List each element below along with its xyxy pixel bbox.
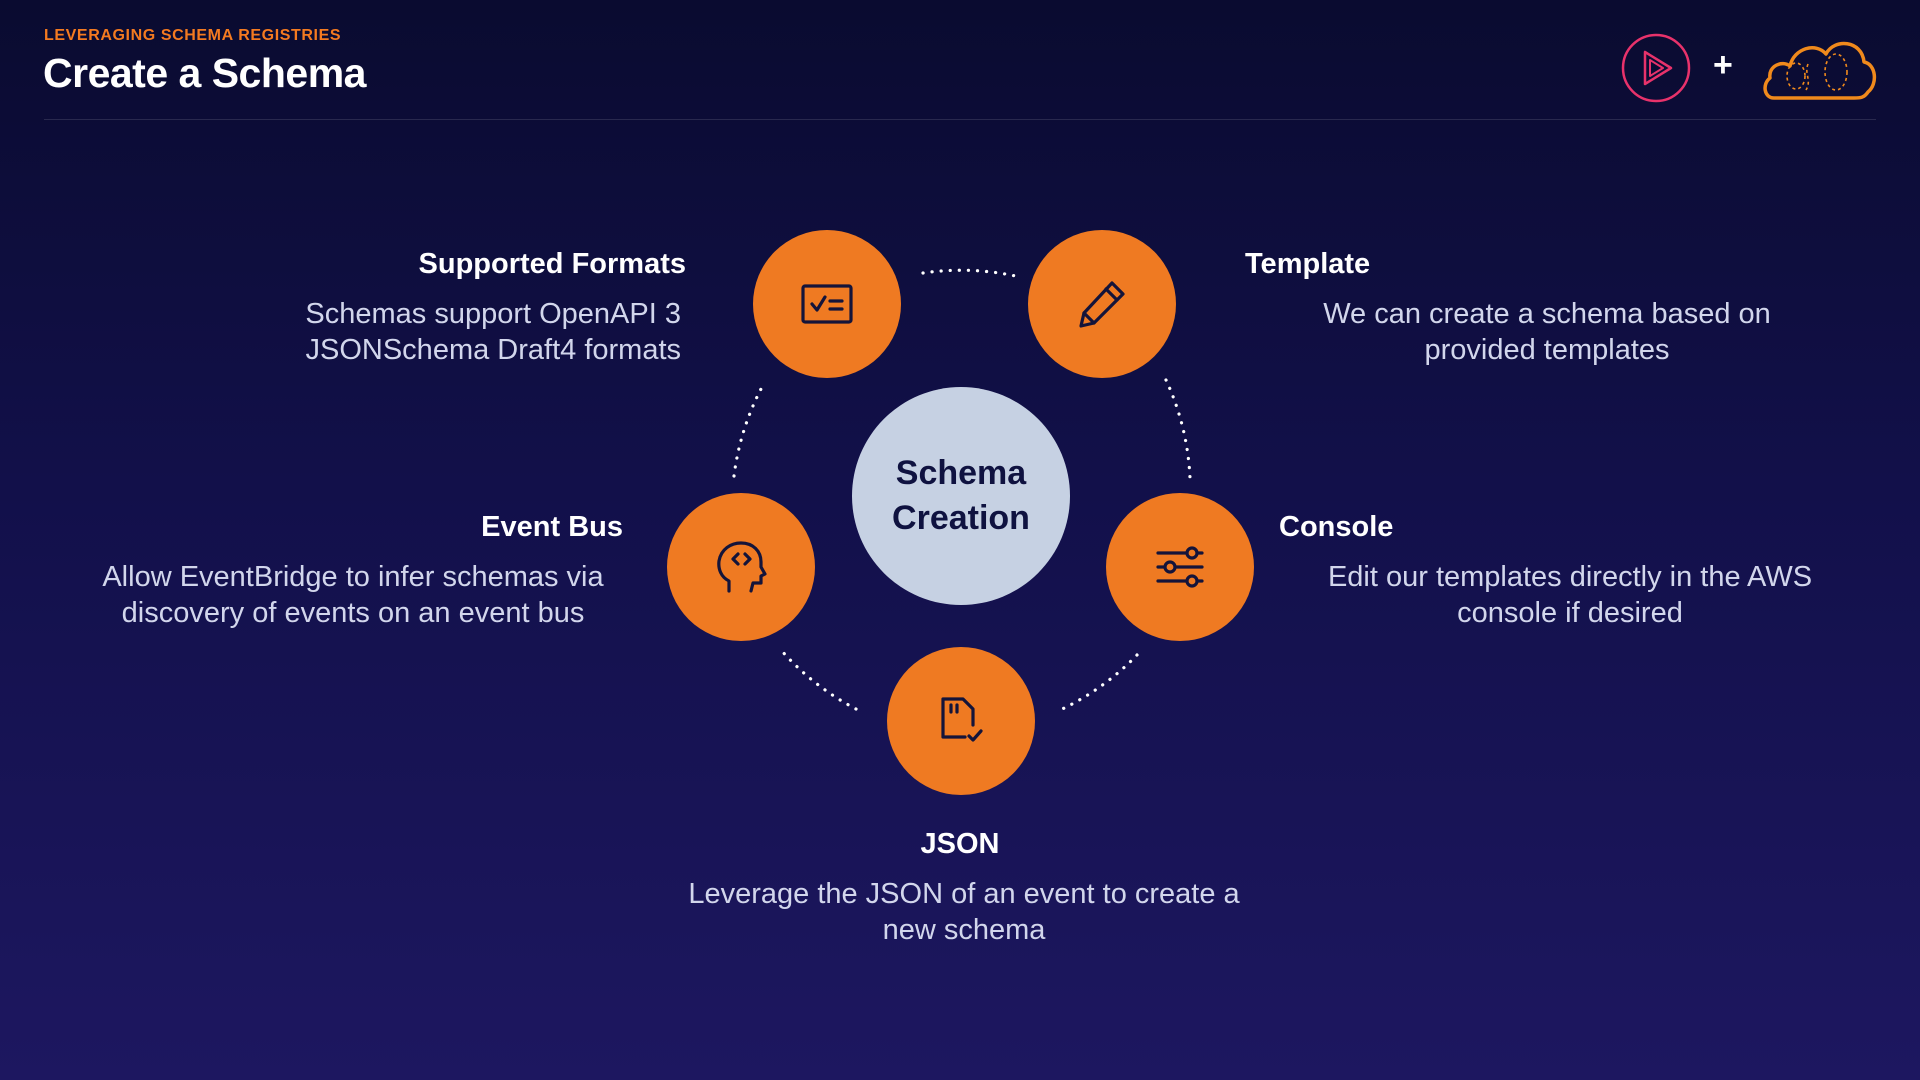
cloud-logo-icon xyxy=(1763,41,1877,100)
node-supported-formats xyxy=(753,230,901,378)
label-desc-supported-formats: Schemas support OpenAPI 3 JSONSchema Dra… xyxy=(305,298,681,366)
node-console xyxy=(1106,493,1254,641)
center-label-line2: Creation xyxy=(892,499,1030,537)
node-event-bus xyxy=(667,493,815,641)
label-title-event-bus: Event Bus xyxy=(481,511,623,543)
center-node-schema-creation: Schema Creation xyxy=(852,387,1070,605)
center-label-line1: Schema xyxy=(895,454,1027,493)
label-title-json: JSON xyxy=(920,828,1000,860)
page-title: Create a Schema xyxy=(43,50,366,96)
file-check-icon xyxy=(941,697,983,742)
label-desc-event-bus: Allow EventBridge to infer schemas via d… xyxy=(102,561,604,629)
node-json xyxy=(887,647,1035,795)
plus-sign: + xyxy=(1713,46,1733,84)
sliders-icon xyxy=(1156,546,1204,588)
header-divider xyxy=(44,119,1876,120)
section-eyebrow: LEVERAGING SCHEMA REGISTRIES xyxy=(44,27,342,44)
label-desc-json: Leverage the JSON of an event to create … xyxy=(688,878,1240,946)
node-template xyxy=(1028,230,1176,378)
label-title-console: Console xyxy=(1279,511,1394,543)
label-title-supported-formats: Supported Formats xyxy=(418,248,686,280)
label-desc-console: Edit our templates directly in the AWS c… xyxy=(1327,561,1813,629)
label-desc-template: We can create a schema based on provided… xyxy=(1323,298,1771,366)
head-code-icon xyxy=(717,541,767,593)
pluralsight-logo-icon xyxy=(1621,33,1691,103)
checklist-card-icon xyxy=(801,284,853,324)
brand-logos: + xyxy=(1620,28,1880,108)
label-title-template: Template xyxy=(1245,248,1371,280)
pencil-icon xyxy=(1079,281,1125,328)
